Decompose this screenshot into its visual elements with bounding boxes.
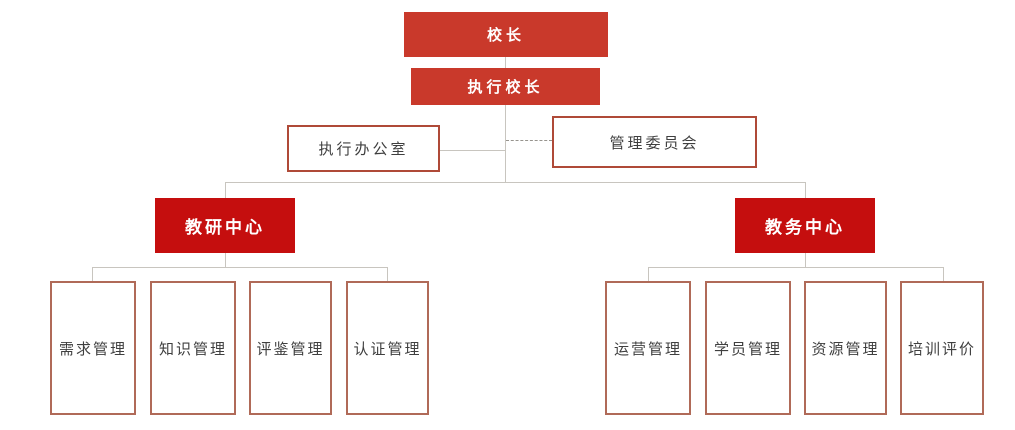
node-exec-office: 执行办公室 bbox=[287, 125, 440, 172]
connector-research-right-stub bbox=[387, 267, 388, 281]
node-certification-management: 认证管理 bbox=[346, 281, 429, 415]
node-evaluation-management: 评鉴管理 bbox=[249, 281, 332, 415]
connector-spine-to-committee-dashed bbox=[506, 140, 552, 141]
connector-academic-parent-stub bbox=[805, 253, 806, 267]
connector-centers-horizontal bbox=[225, 182, 805, 183]
node-principal: 校长 bbox=[404, 12, 608, 57]
connector-academic-left-stub bbox=[648, 267, 649, 281]
node-research-center: 教研中心 bbox=[155, 198, 295, 253]
connector-academic-horizontal bbox=[648, 267, 943, 268]
node-knowledge-management: 知识管理 bbox=[150, 281, 236, 415]
node-student-management: 学员管理 bbox=[705, 281, 791, 415]
connector-research-parent-stub bbox=[225, 253, 226, 267]
connector-principal-to-exec bbox=[505, 57, 506, 68]
connector-research-horizontal bbox=[92, 267, 387, 268]
node-training-evaluation: 培训评价 bbox=[900, 281, 984, 415]
node-exec-principal: 执行校长 bbox=[411, 68, 600, 105]
connector-academic-right-stub bbox=[943, 267, 944, 281]
connector-spine bbox=[505, 105, 506, 182]
node-resource-management: 资源管理 bbox=[804, 281, 887, 415]
connector-research-left-stub bbox=[92, 267, 93, 281]
connector-stub-research-center bbox=[225, 182, 226, 198]
node-academic-center: 教务中心 bbox=[735, 198, 875, 253]
connector-stub-academic-center bbox=[805, 182, 806, 198]
connector-office-to-spine bbox=[440, 150, 505, 151]
node-demand-management: 需求管理 bbox=[50, 281, 136, 415]
node-mgmt-committee: 管理委员会 bbox=[552, 116, 757, 168]
node-operations-management: 运营管理 bbox=[605, 281, 691, 415]
